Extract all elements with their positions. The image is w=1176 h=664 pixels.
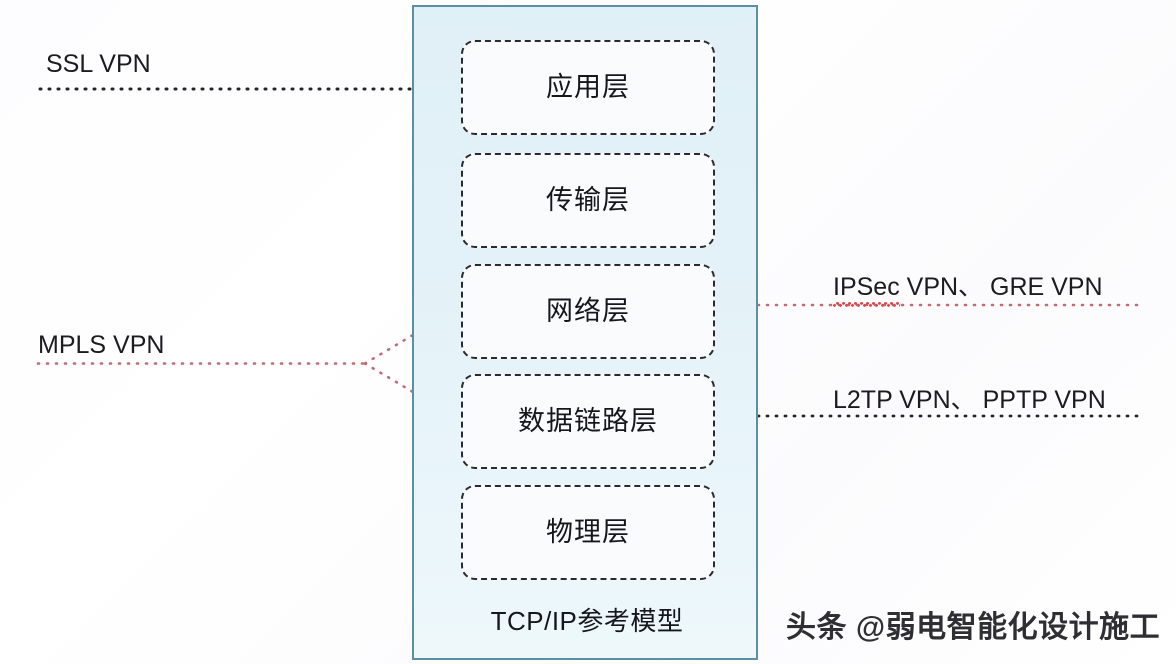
ipsec-misspelled-word: IPSec [833,273,900,307]
watermark: 头条 @弱电智能化设计施工 [786,611,1161,644]
annotation-ssl-vpn: SSL VPN [46,50,151,78]
layer-box-data-link[interactable]: 数据链路层 [461,374,715,469]
model-caption: TCP/IP参考模型 [490,606,684,636]
layer-label-network: 网络层 [546,296,630,326]
layer-label-transport: 传输层 [546,185,630,215]
ipsec-annotation-rest: VPN、 GRE VPN [899,273,1103,301]
layer-label-physical: 物理层 [546,517,630,547]
layer-label-data-link: 数据链路层 [518,406,658,436]
layer-label-application: 应用层 [546,72,630,102]
layer-box-application[interactable]: 应用层 [461,40,715,135]
annotation-l2tp-pptp-vpn: L2TP VPN、 PPTP VPN [833,386,1106,414]
annotation-ipsec-gre-vpn: IPSec VPN、 GRE VPN [833,273,1103,307]
layer-box-network[interactable]: 网络层 [461,264,715,359]
tcpip-model-container: 应用层 传输层 网络层 数据链路层 物理层 TCP/IP参考模型 [412,5,758,660]
layer-box-transport[interactable]: 传输层 [461,153,715,248]
annotation-mpls-vpn: MPLS VPN [38,331,165,359]
layer-box-physical[interactable]: 物理层 [461,485,715,580]
